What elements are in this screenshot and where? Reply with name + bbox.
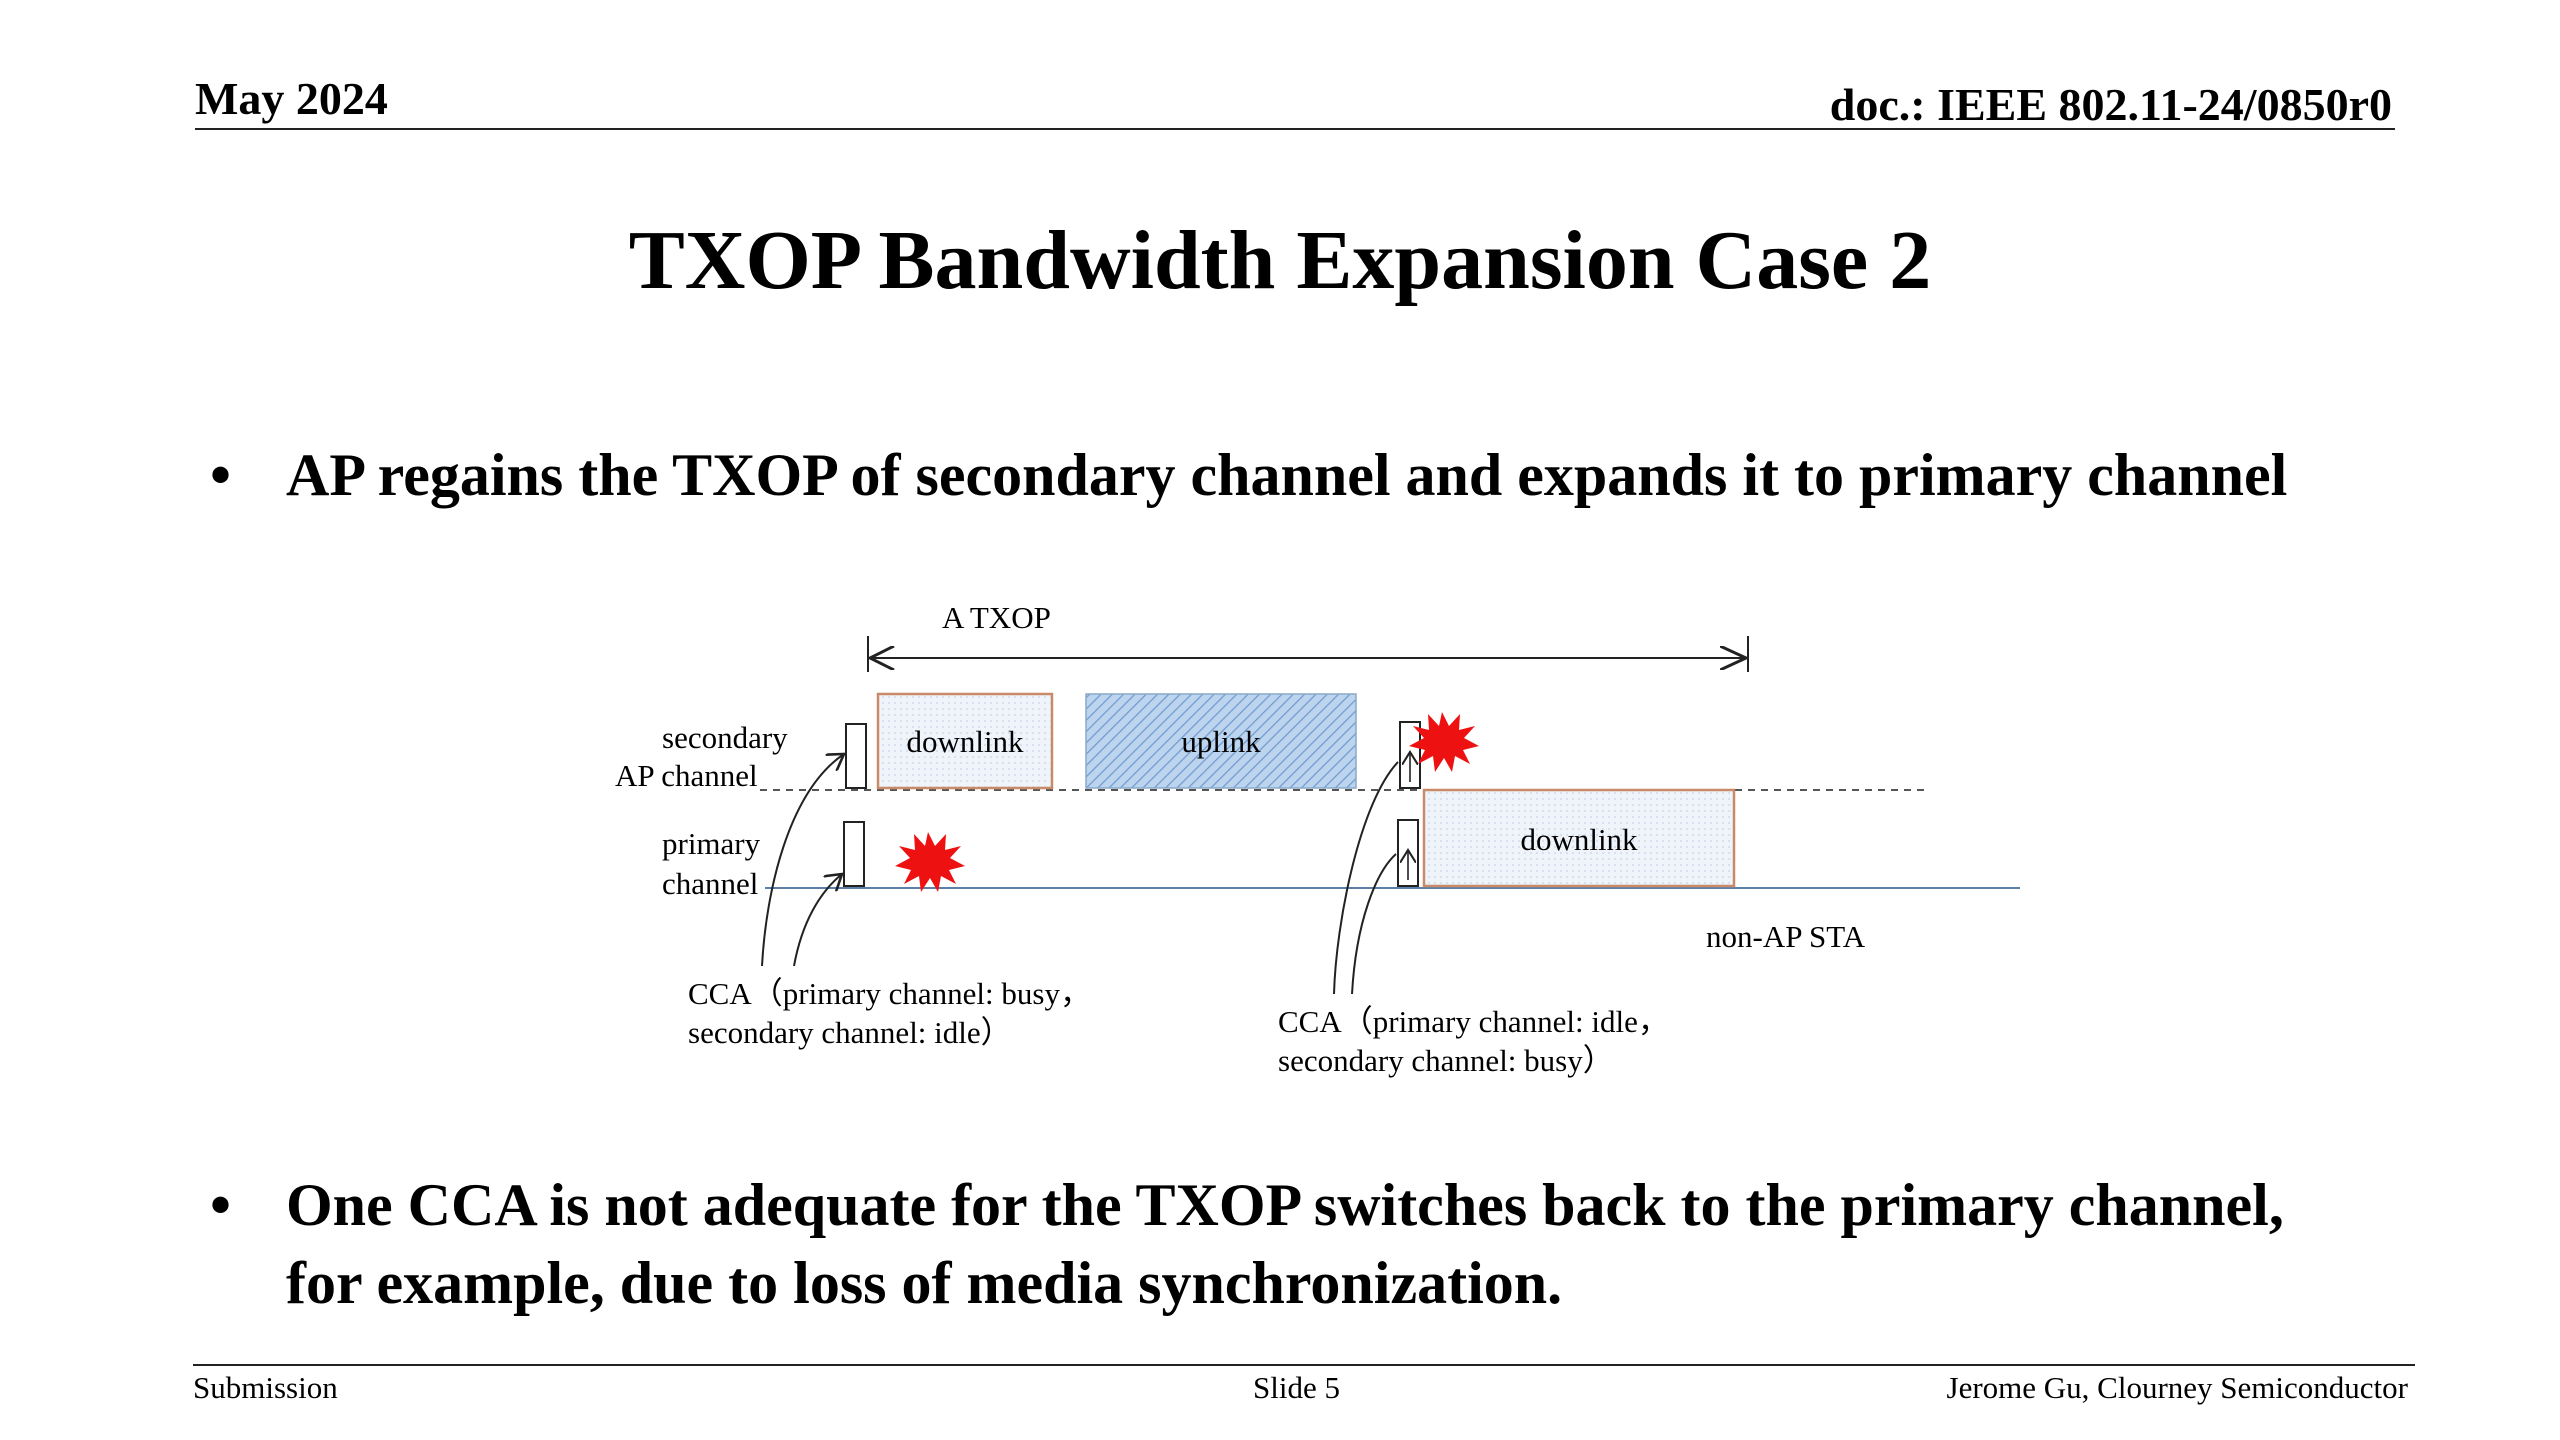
footer-submission: Submission <box>193 1370 338 1405</box>
primary-channel-label-2: channel <box>662 866 758 901</box>
cca1-leader-primary <box>793 874 842 967</box>
collision-burst-primary <box>895 832 965 892</box>
txop-diagram: A TXOP secondary AP channel primary chan… <box>615 600 2020 1078</box>
cca1-note-line1: CCA（primary channel: busy， <box>688 976 1091 1011</box>
bullet-text: One CCA is not adequate for the TXOP swi… <box>286 1172 2284 1316</box>
header-rule <box>195 128 2395 130</box>
cca2-note-line1: CCA（primary channel: idle， <box>1278 1004 1669 1039</box>
primary-channel-label: primary <box>662 826 761 861</box>
cca-box-primary-1 <box>843 821 865 887</box>
header-date: May 2024 <box>195 73 388 124</box>
bullet-text: AP regains the TXOP of secondary channel… <box>286 442 2288 508</box>
footer-rule <box>193 1364 2415 1366</box>
bullet-marker: • <box>210 442 232 508</box>
collision-burst-secondary <box>1409 712 1479 772</box>
cca1-leader-secondary <box>761 754 844 967</box>
cca2-leader-secondary <box>1333 761 1399 995</box>
cca-box-secondary-1 <box>845 723 867 789</box>
footer-slide-number: Slide 5 <box>1253 1370 1340 1405</box>
txop-label: A TXOP <box>942 600 1051 635</box>
downlink-label-2: downlink <box>1520 822 1638 857</box>
secondary-ap-channel-label: AP channel <box>615 758 758 793</box>
secondary-channel-label: secondary <box>662 720 788 755</box>
slide-title: TXOP Bandwidth Expansion Case 2 <box>628 214 1932 307</box>
header-doc-id: doc.: IEEE 802.11-24/0850r0 <box>1829 79 2392 130</box>
uplink-frame <box>1085 693 1357 789</box>
bullet-marker: • <box>210 1172 232 1238</box>
non-ap-sta-label: non-AP STA <box>1706 919 1866 954</box>
downlink-frame-secondary <box>876 692 1054 790</box>
downlink-frame-expanded <box>1422 788 1736 888</box>
cca2-note-line2: secondary channel: busy） <box>1278 1043 1614 1078</box>
downlink-label-1: downlink <box>906 724 1024 759</box>
cca2-leader-primary <box>1351 853 1397 995</box>
cca1-note-line2: secondary channel: idle） <box>688 1015 1012 1050</box>
footer-author: Jerome Gu, Clourney Semiconductor <box>1946 1370 2408 1405</box>
uplink-label: uplink <box>1181 724 1261 759</box>
